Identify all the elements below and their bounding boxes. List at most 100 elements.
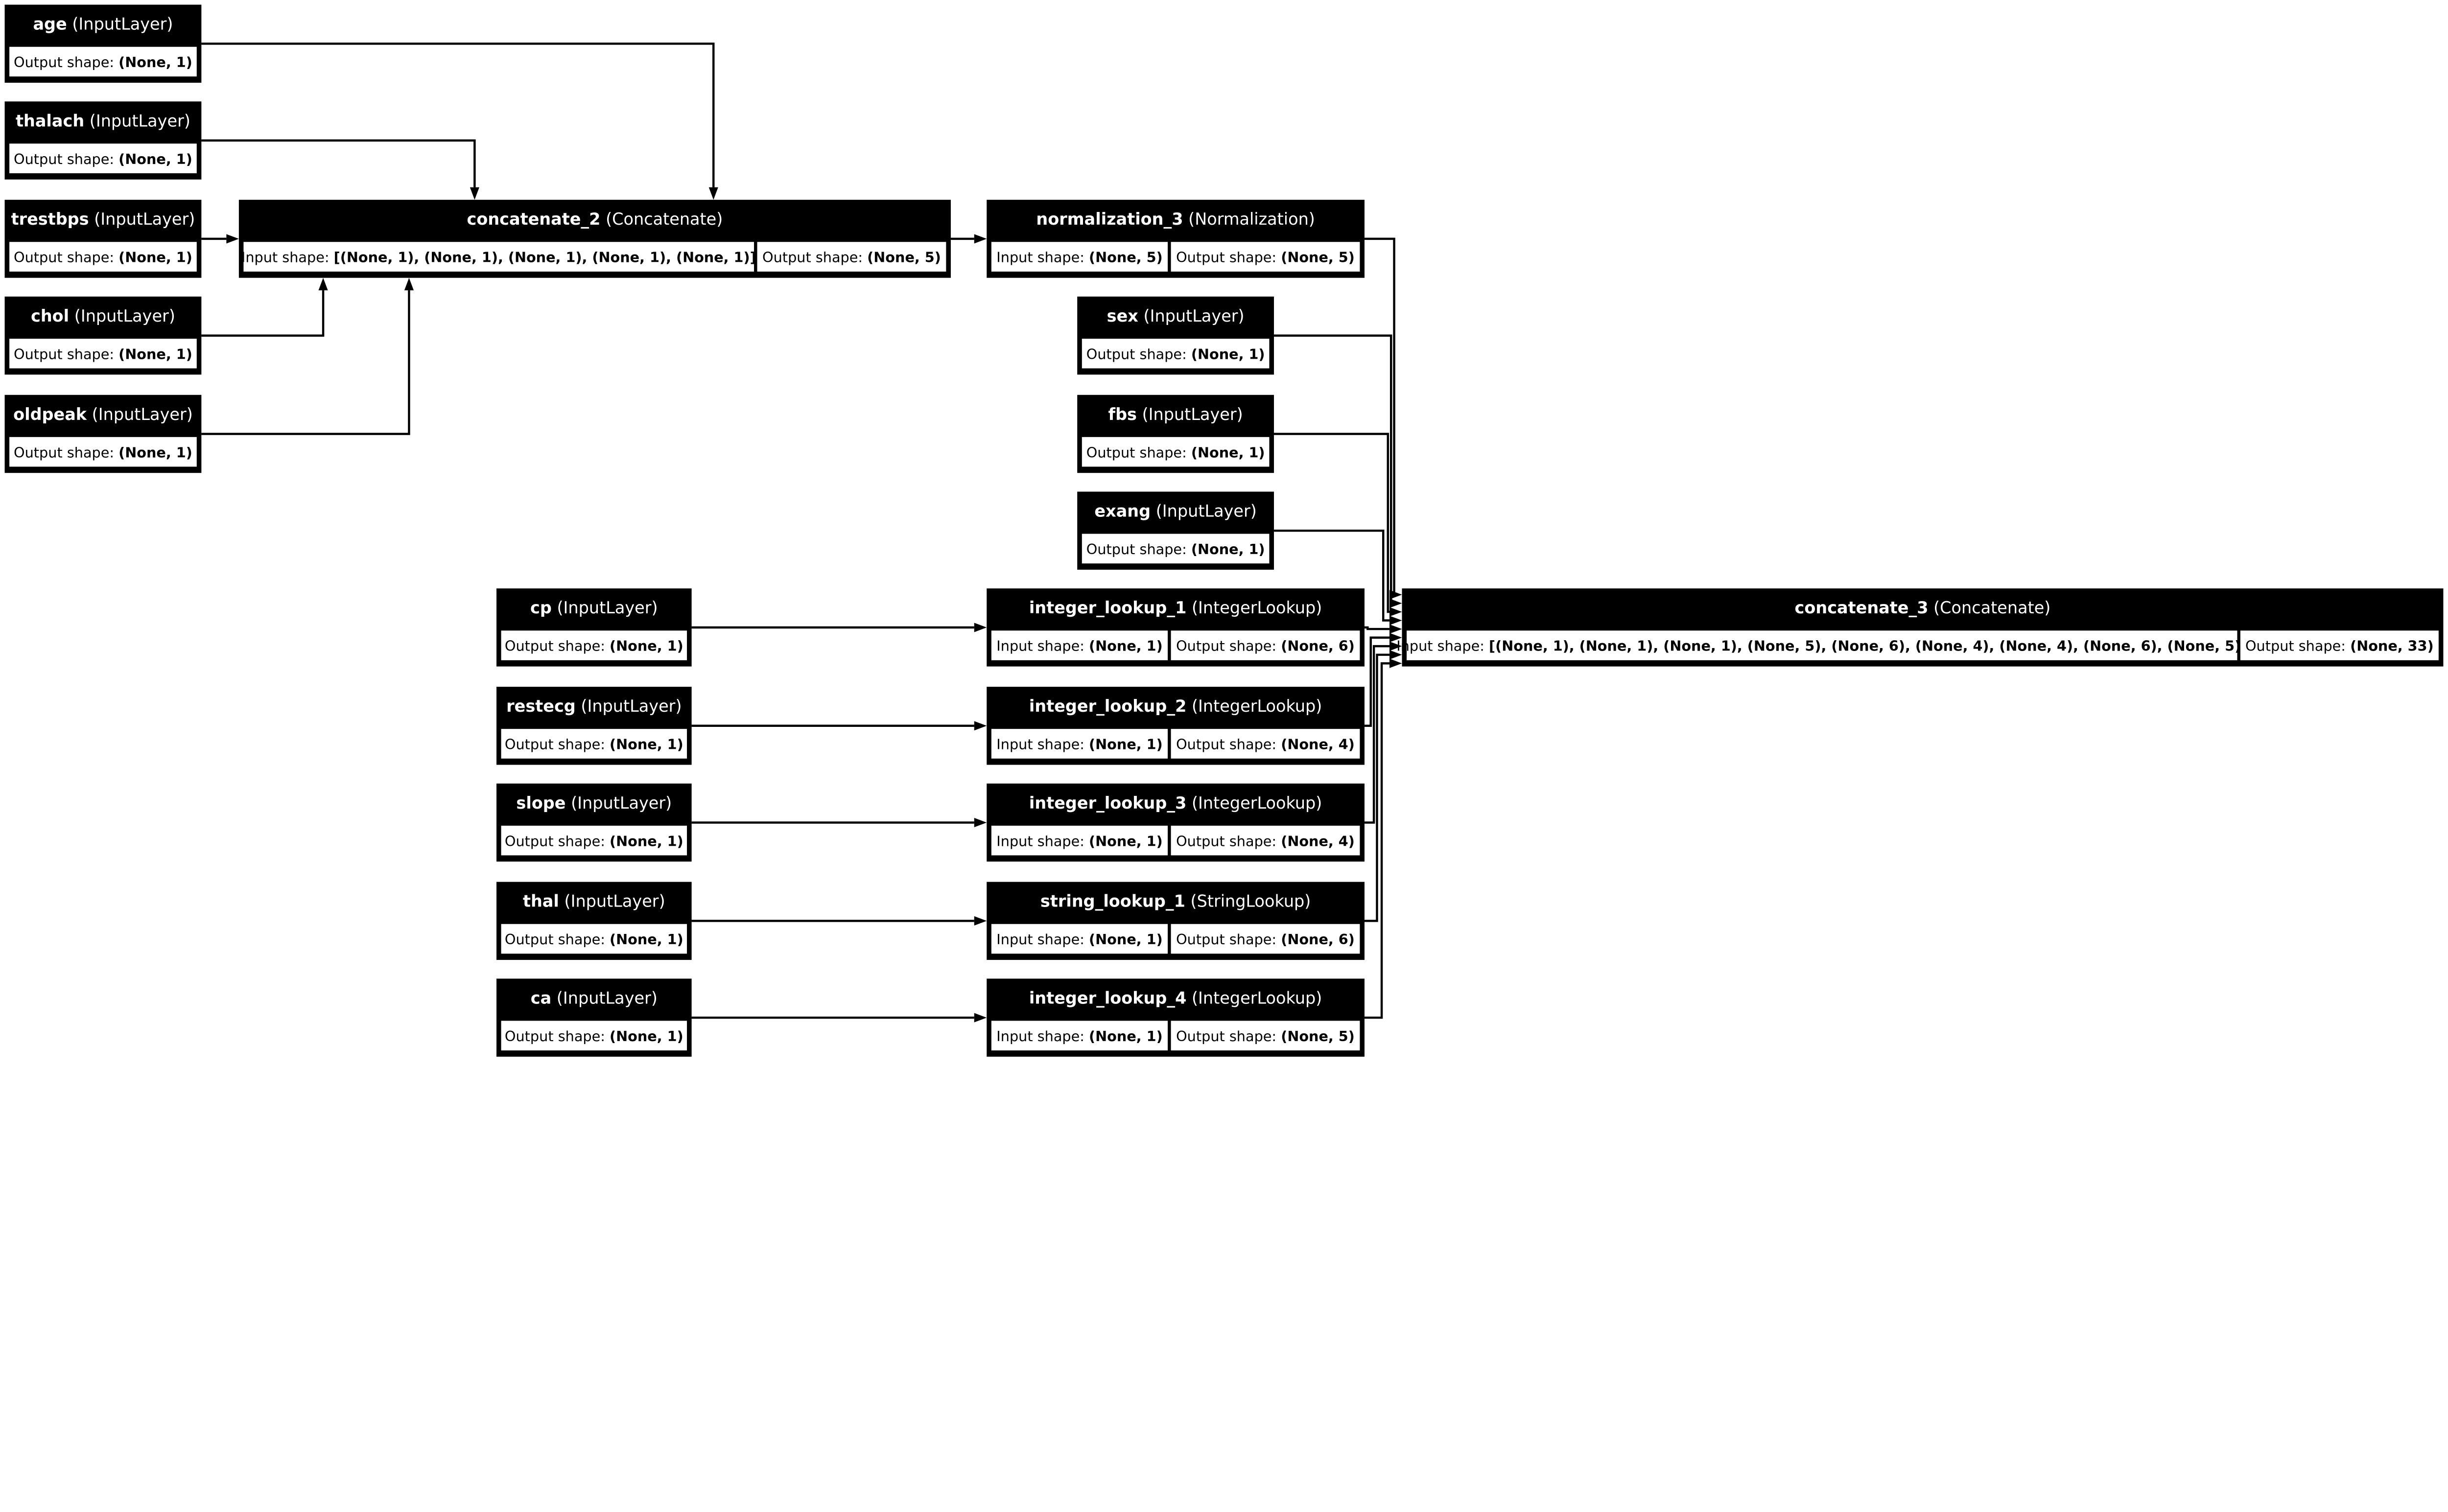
layer-node-restecg[interactable]: restecg (InputLayer) Output shape: (None,… bbox=[496, 687, 692, 765]
layer-node-integer-lookup-1[interactable]: integer_lookup_1 (IntegerLookup)Input sh… bbox=[987, 588, 1365, 667]
layer-node-oldpeak[interactable]: oldpeak (InputLayer)Output shape: (None,… bbox=[4, 395, 202, 473]
output-shape-text: Output shape: (None, 1) bbox=[505, 833, 683, 849]
output-shape-label: Output shape: bbox=[505, 833, 610, 849]
output-shape-text: Output shape: (None, 1) bbox=[14, 346, 192, 362]
layer-node-exang[interactable]: exang (InputLayer)Output shape: (None, 1… bbox=[1077, 491, 1274, 570]
node-title: age (InputLayer) bbox=[33, 15, 173, 34]
layer-node-sex[interactable]: sex (InputLayer)Output shape: (None, 1) bbox=[1077, 296, 1274, 375]
input-shape-label: Input shape: bbox=[996, 931, 1089, 948]
layer-name: normalization_3 bbox=[1036, 209, 1183, 229]
nodes: age (InputLayer)Output shape: (None, 1)t… bbox=[4, 4, 2444, 1057]
layer-type: (Normalization) bbox=[1188, 209, 1315, 229]
arrowhead-icon bbox=[974, 623, 987, 632]
layer-name: fbs bbox=[1108, 405, 1137, 424]
output-shape-value: (None, 5) bbox=[1281, 249, 1355, 266]
node-title: ca (InputLayer) bbox=[531, 988, 658, 1007]
layer-node-concatenate-3[interactable]: concatenate_3 (Concatenate)Input shape: … bbox=[1396, 588, 2444, 667]
node-title: oldpeak (InputLayer) bbox=[13, 405, 193, 424]
arrowhead-icon bbox=[974, 1013, 987, 1023]
layer-name: sex bbox=[1107, 306, 1139, 326]
layer-node-integer-lookup-3[interactable]: integer_lookup_3 (IntegerLookup)Input sh… bbox=[987, 783, 1365, 862]
layer-node-thal[interactable]: thal (InputLayer)Output shape: (None, 1) bbox=[496, 882, 692, 960]
output-shape-cell bbox=[1168, 921, 1363, 957]
layer-node-cp[interactable]: cp (InputLayer) Output shape: (None, 1) bbox=[496, 588, 692, 667]
output-shape-value: (None, 5) bbox=[867, 249, 941, 266]
layer-node-fbs[interactable]: fbs (InputLayer)Output shape: (None, 1) bbox=[1077, 395, 1274, 473]
output-shape-label: Output shape: bbox=[14, 54, 118, 70]
output-shape-text: Output shape: (None, 1) bbox=[1086, 541, 1265, 558]
layer-name: cp bbox=[530, 598, 552, 617]
layer-name: age bbox=[33, 15, 67, 34]
output-shape-value: (None, 1) bbox=[610, 931, 683, 948]
edge-integer-lookup-2-to-concatenate-3 bbox=[1364, 636, 1389, 727]
node-title: restecg (InputLayer) bbox=[506, 697, 682, 716]
layer-node-age[interactable]: age (InputLayer) Output shape: (None, 1) bbox=[4, 4, 202, 83]
output-shape-value: (None, 4) bbox=[1281, 833, 1355, 849]
layer-name: slope bbox=[516, 793, 565, 813]
layer-node-slope[interactable]: slope (InputLayer)Output shape: (None, 1… bbox=[496, 783, 692, 862]
layer-node-string-lookup-1[interactable]: string_lookup_1 (StringLookup) Input shap… bbox=[987, 882, 1365, 960]
layer-type: (InputLayer) bbox=[557, 988, 658, 1007]
output-shape-label: Output shape: bbox=[1176, 249, 1281, 266]
input-shape-value: (None, 5) bbox=[1089, 249, 1163, 266]
edges bbox=[201, 43, 1402, 1023]
input-shape-text: Input shape: (None, 1) bbox=[996, 638, 1162, 654]
input-shape-cell bbox=[988, 725, 1171, 762]
input-shape-label: Input shape: bbox=[241, 249, 334, 266]
layer-node-trestbps[interactable]: trestbps (InputLayer) Output shape: (None… bbox=[4, 200, 202, 278]
layer-node-ca[interactable]: ca (InputLayer)Output shape: (None, 1) bbox=[496, 978, 692, 1057]
node-title: fbs (InputLayer) bbox=[1108, 405, 1243, 424]
layer-node-chol[interactable]: chol (InputLayer)Output shape: (None, 1) bbox=[4, 296, 202, 375]
layer-type: (InputLayer) bbox=[581, 697, 682, 716]
node-title: cp (InputLayer) bbox=[530, 598, 658, 617]
output-shape-cell bbox=[6, 44, 200, 80]
input-shape-cell bbox=[988, 921, 1171, 957]
output-shape-value: (None, 1) bbox=[610, 638, 683, 654]
input-shape-text: Input shape: [(None, 1), (None, 1), (Non… bbox=[241, 249, 756, 266]
layer-type: (InputLayer) bbox=[94, 209, 195, 229]
layer-type: (InputLayer) bbox=[90, 111, 190, 130]
input-shape-text: Input shape: (None, 1) bbox=[996, 833, 1162, 849]
output-shape-label: Output shape: bbox=[14, 151, 118, 167]
output-shape-label: Output shape: bbox=[505, 1028, 610, 1045]
input-shape-value: (None, 1) bbox=[1089, 931, 1163, 948]
output-shape-label: Output shape: bbox=[1086, 541, 1191, 558]
output-shape-text: Output shape: (None, 1) bbox=[505, 736, 683, 753]
layer-node-thalach[interactable]: thalach (InputLayer)Output shape: (None,… bbox=[4, 101, 202, 180]
layer-node-concatenate-2[interactable]: concatenate_2 (Concatenate)Input shape: … bbox=[238, 200, 951, 278]
input-shape-label: Input shape: bbox=[996, 249, 1089, 266]
edge-integer-lookup-1-to-concatenate-3 bbox=[1364, 626, 1389, 630]
layer-node-integer-lookup-4[interactable]: integer_lookup_4 (IntegerLookup)Input sh… bbox=[987, 978, 1365, 1057]
layer-type: (InputLayer) bbox=[1144, 306, 1245, 326]
layer-name: string_lookup_1 bbox=[1040, 892, 1185, 911]
input-shape-value: (None, 1) bbox=[1089, 833, 1163, 849]
node-title: string_lookup_1 (StringLookup) bbox=[1040, 892, 1311, 911]
output-shape-text: Output shape: (None, 1) bbox=[14, 54, 192, 70]
layer-name: oldpeak bbox=[13, 405, 87, 424]
input-shape-label: Input shape: bbox=[996, 1028, 1089, 1045]
layer-name: integer_lookup_3 bbox=[1029, 793, 1186, 813]
arrowhead-icon bbox=[974, 721, 987, 731]
layer-type: (InputLayer) bbox=[557, 598, 658, 617]
edge-integer-lookup-4-to-concatenate-3 bbox=[1364, 662, 1389, 1019]
output-shape-value: (None, 1) bbox=[610, 736, 683, 753]
edge-sex-to-concatenate-3 bbox=[1274, 334, 1392, 605]
output-shape-label: Output shape: bbox=[1086, 444, 1191, 461]
arrowhead-icon bbox=[1389, 633, 1402, 643]
output-shape-label: Output shape: bbox=[762, 249, 867, 266]
layer-node-normalization-3[interactable]: normalization_3 (Normalization) Input sha… bbox=[987, 200, 1365, 278]
output-shape-label: Output shape: bbox=[505, 638, 610, 654]
layer-node-integer-lookup-2[interactable]: integer_lookup_2 (IntegerLookup) Input sh… bbox=[987, 687, 1365, 765]
input-shape-text: Input shape: (None, 1) bbox=[996, 931, 1162, 948]
arrowhead-icon bbox=[1389, 607, 1402, 617]
input-shape-text: Input shape: (None, 1) bbox=[996, 736, 1162, 753]
output-shape-text: Output shape: (None, 1) bbox=[14, 249, 192, 266]
node-title: trestbps (InputLayer) bbox=[11, 209, 195, 229]
output-shape-cell bbox=[1168, 627, 1363, 664]
node-title: integer_lookup_2 (IntegerLookup) bbox=[1029, 697, 1322, 716]
layer-name: ca bbox=[531, 988, 551, 1007]
output-shape-cell bbox=[754, 238, 949, 275]
input-shape-cell bbox=[988, 822, 1171, 859]
input-shape-value: (None, 1) bbox=[1089, 638, 1163, 654]
node-title: thalach (InputLayer) bbox=[16, 111, 190, 130]
